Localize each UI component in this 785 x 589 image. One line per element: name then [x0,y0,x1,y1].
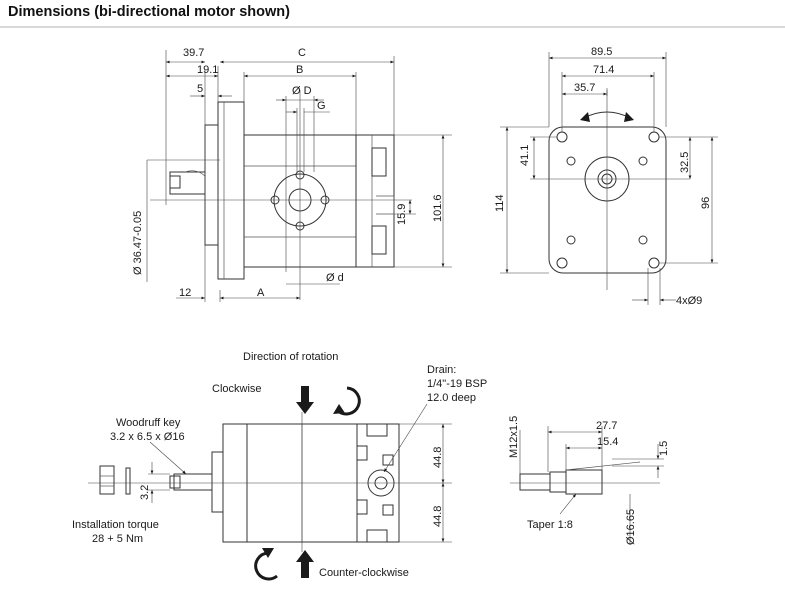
dim-b: B [296,64,303,76]
dim-101-6: 101.6 [432,194,444,222]
side-view: 39.7 19.1 5 C B Ø D G Ø d A 12 101.6 15.… [132,47,452,302]
flange-outline [217,101,245,280]
counter-clockwise-label: Counter-clockwise [319,567,409,579]
key-label-line1: Woodruff key [116,417,181,429]
dim-35-7: 35.7 [574,82,595,94]
dim-d-bore: Ø D [292,85,312,97]
shaft-outline [169,171,206,195]
rotation-heading: Direction of rotation [243,351,338,363]
dim-44-8-bottom: 44.8 [432,506,444,527]
dim-a: A [257,287,265,299]
taper-label: Taper 1:8 [527,519,573,531]
dim-shaft-diameter: Ø 36.47-0.05 [132,211,144,275]
drain-label-line1: Drain: [427,364,456,376]
dim-3-2: 3.2 [139,485,151,500]
bottom-fitting [371,225,387,255]
shaft-detail: M12x1.5 27.7 15.4 1.5 Taper 1:8 Ø16.65 [508,416,670,545]
end-cover-outline [355,134,395,268]
dim-39-7: 39.7 [183,47,204,59]
drawing-title: Dimensions (bi-directional motor shown) [8,4,290,20]
dim-g: G [317,100,326,112]
pilot-outline [204,124,219,246]
counter-clockwise-arrow-icon [296,550,314,578]
dim-41-1: 41.1 [519,145,531,166]
dim-96: 96 [700,197,712,209]
dim-114: 114 [494,194,506,212]
dim-19-1: 19.1 [197,64,218,76]
torque-label-line2: 28 + 5 Nm [92,533,143,545]
key-label-line2: 3.2 x 6.5 x Ø16 [110,431,185,443]
flange-plate [548,126,667,274]
rotation-view: Direction of rotation Clockwise Counter-… [72,351,487,581]
drain-label-line3: 12.0 deep [427,392,476,404]
dim-4x9: 4xØ9 [676,295,702,307]
dim-16-65: Ø16.65 [625,509,637,545]
dim-44-8-top: 44.8 [432,447,444,468]
taper-section [565,469,603,495]
clockwise-arrow-icon [296,386,314,414]
top-fitting [371,147,387,177]
washer-icon [125,467,131,495]
clockwise-curve-icon [337,386,361,416]
dim-15-4: 15.4 [597,436,618,448]
dim-32-5: 32.5 [679,152,691,173]
nut-icon [99,465,115,495]
clockwise-label: Clockwise [212,383,262,395]
counter-clockwise-curve-icon [254,551,278,581]
dim-5: 5 [197,83,203,95]
dim-c: C [298,47,306,59]
dim-27-7: 27.7 [596,420,617,432]
dim-m12: M12x1.5 [508,416,520,458]
dim-12: 12 [179,287,191,299]
dim-15-9: 15.9 [396,204,408,225]
front-view: 89.5 71.4 35.7 41.1 114 32.5 96 4xØ9 [494,46,718,307]
drain-label-line2: 1/4"-19 BSP [427,378,487,390]
torque-label-line1: Installation torque [72,519,159,531]
dim-1-5: 1.5 [658,441,670,456]
dim-71-4: 71.4 [593,64,614,76]
dim-89-5: 89.5 [591,46,612,58]
dim-d-port: Ø d [326,272,344,284]
thread-section [519,473,551,491]
